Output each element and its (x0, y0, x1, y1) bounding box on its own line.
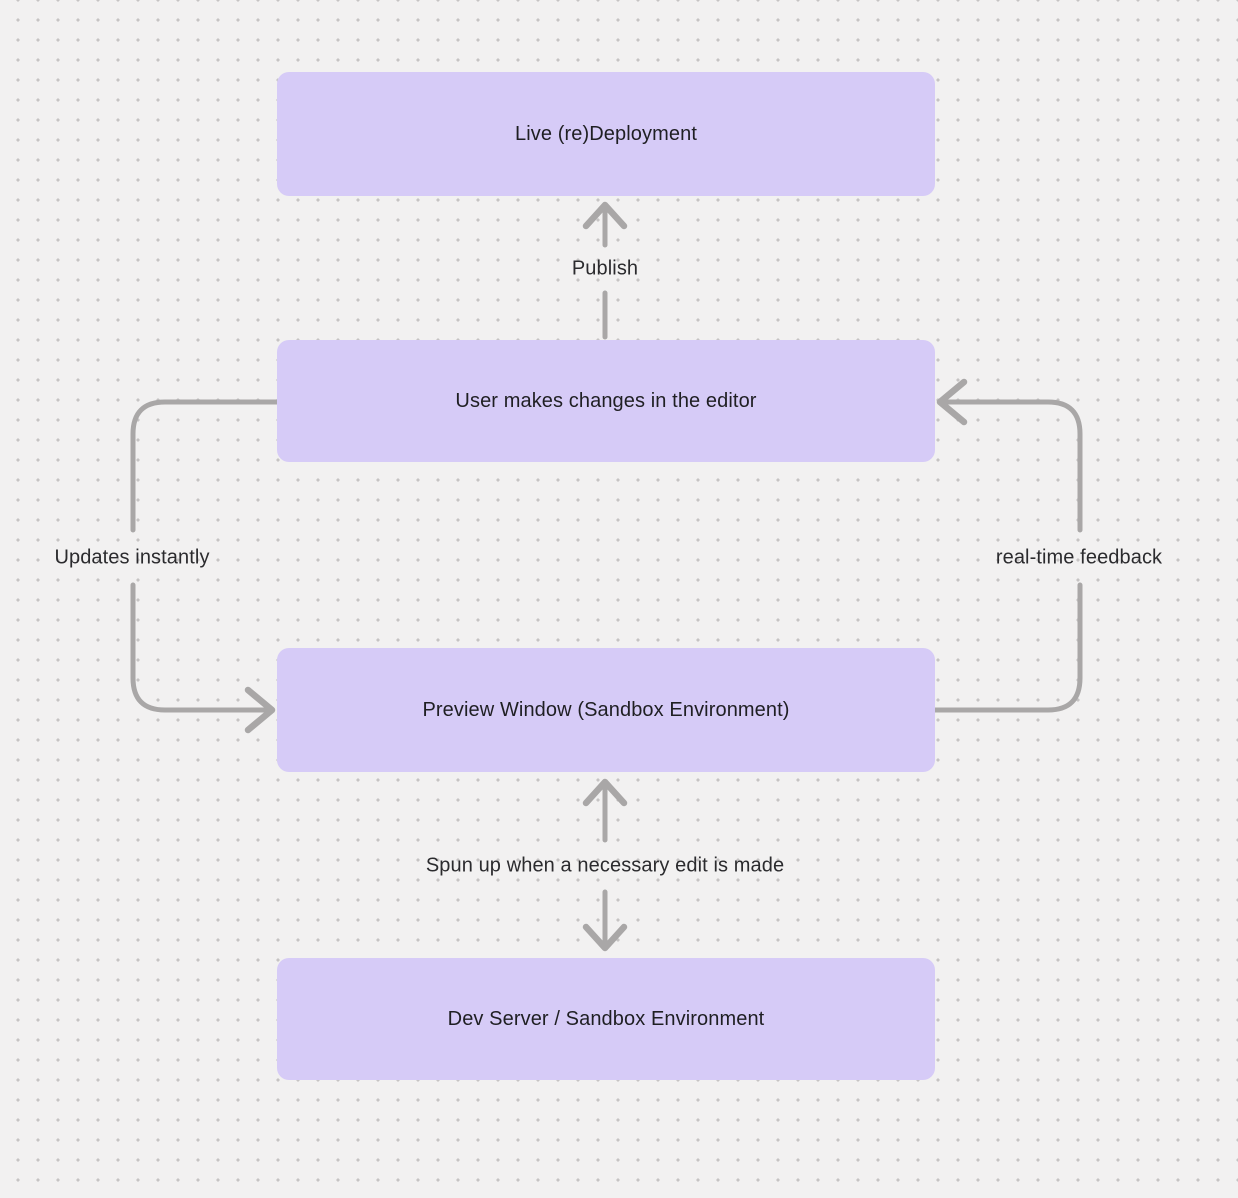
arrow-left-head-icon (936, 378, 968, 426)
spun-up-arrow-label: Spun up when a necessary edit is made (425, 854, 785, 877)
node-user-editor[interactable]: User makes changes in the editor (277, 340, 935, 462)
arrow-up-head-icon (582, 201, 628, 230)
arrow-up-head-icon (582, 778, 628, 807)
node-label: Preview Window (Sandbox Environment) (422, 698, 790, 721)
node-dev-server[interactable]: Dev Server / Sandbox Environment (277, 958, 935, 1080)
publish-arrow-label: Publish (571, 257, 639, 280)
node-label: User makes changes in the editor (455, 389, 757, 412)
real-time-feedback-arrow-label: real-time feedback (995, 546, 1163, 569)
node-label: Dev Server / Sandbox Environment (447, 1007, 765, 1030)
node-label: Live (re)Deployment (515, 122, 697, 145)
node-live-redeployment[interactable]: Live (re)Deployment (277, 72, 935, 196)
arrow-down-head-icon (582, 923, 628, 952)
arrow-right-head-icon (244, 686, 276, 734)
updates-instantly-arrow-label: Updates instantly (54, 546, 210, 569)
node-preview-window[interactable]: Preview Window (Sandbox Environment) (277, 648, 935, 772)
